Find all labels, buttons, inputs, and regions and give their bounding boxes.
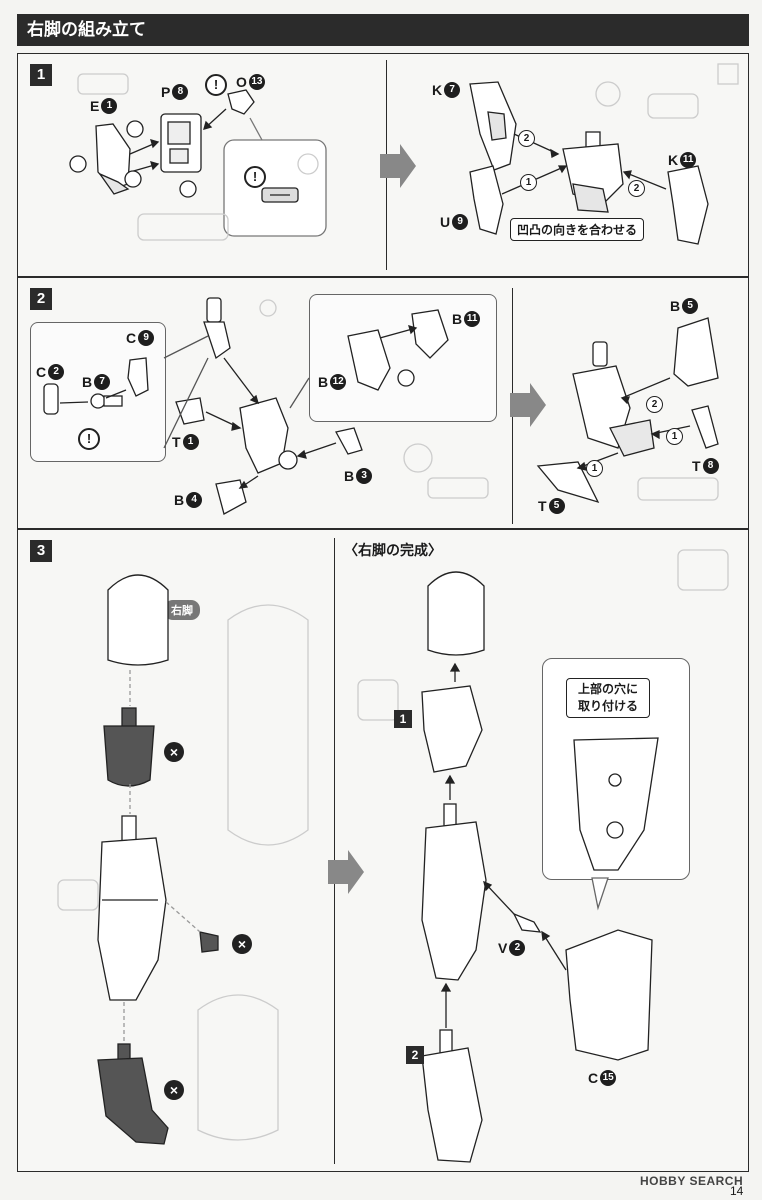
discard-icon: × bbox=[164, 742, 184, 762]
step-3-panel: 3 〈右脚の完成〉 右脚 bbox=[17, 529, 749, 1172]
alignment-note: 凹凸の向きを合わせる bbox=[510, 218, 645, 241]
callout-text: 上部の穴に取り付ける bbox=[566, 678, 650, 718]
watermark: HOBBY SEARCH bbox=[640, 1174, 744, 1188]
completion-title: 〈右脚の完成〉 bbox=[344, 542, 442, 558]
discard-icon: × bbox=[232, 934, 252, 954]
order-badge: 2 bbox=[646, 396, 663, 413]
caution-icon: ! bbox=[244, 166, 266, 188]
step-2-panel: 2 bbox=[17, 277, 749, 529]
page-number: 14 bbox=[730, 1184, 744, 1198]
step-2-number: 2 bbox=[30, 288, 52, 310]
step-3-drawing bbox=[57, 549, 729, 1163]
step-3-divider bbox=[334, 538, 335, 1164]
page-title: 右脚の組み立て bbox=[27, 20, 146, 39]
step-2-drawing bbox=[43, 297, 719, 515]
sub-step-2: 2 bbox=[406, 1046, 424, 1064]
order-badge: 1 bbox=[586, 460, 603, 477]
step-3-number: 3 bbox=[30, 540, 52, 562]
order-badge: 2 bbox=[628, 180, 645, 197]
caution-icon: ! bbox=[78, 428, 100, 450]
page-title-bar: 右脚の組み立て bbox=[17, 14, 749, 46]
step-1-panel: 1 bbox=[17, 53, 749, 277]
sub-step-1: 1 bbox=[394, 710, 412, 728]
order-badge: 1 bbox=[520, 174, 537, 191]
right-leg-tag: 右脚 bbox=[164, 600, 200, 620]
step-1-number: 1 bbox=[30, 64, 52, 86]
caution-icon: ! bbox=[205, 74, 227, 96]
order-badge: 2 bbox=[518, 130, 535, 147]
step-1-drawing bbox=[69, 63, 739, 245]
discard-icon: × bbox=[164, 1080, 184, 1100]
order-badge: 1 bbox=[666, 428, 683, 445]
